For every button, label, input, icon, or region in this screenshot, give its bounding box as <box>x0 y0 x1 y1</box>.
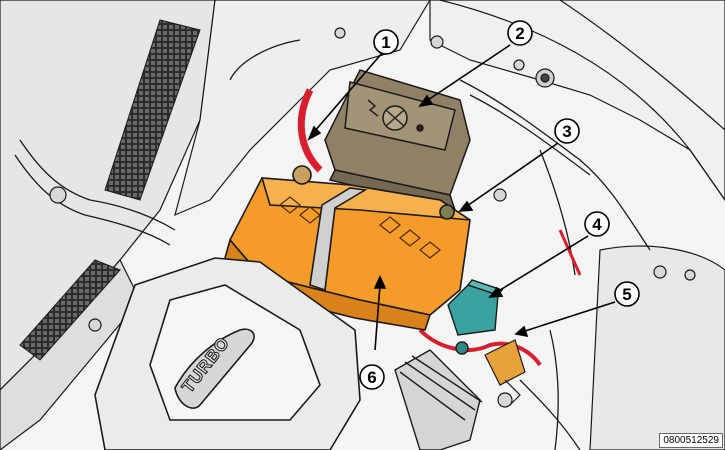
svg-text:5: 5 <box>622 285 631 304</box>
fuse-relay-box <box>324 69 471 212</box>
svg-text:3: 3 <box>562 122 571 141</box>
callout-3: 3 <box>554 118 580 144</box>
svg-text:1: 1 <box>381 33 390 52</box>
svg-text:2: 2 <box>515 24 524 43</box>
wiring-connector <box>484 339 526 406</box>
leader-lines <box>307 44 616 351</box>
callout-1: 1 <box>373 29 399 55</box>
grille-strips <box>19 19 201 361</box>
svg-text:4: 4 <box>592 215 602 234</box>
callout-4: 4 <box>584 211 610 237</box>
red-cable-upper <box>297 88 323 173</box>
bolts <box>49 27 696 437</box>
svg-text:6: 6 <box>367 368 376 387</box>
callout-6: 6 <box>359 364 385 390</box>
callout-2: 2 <box>507 20 533 46</box>
figure-id-label: 0800512529 <box>659 433 723 448</box>
red-cable-lower <box>418 328 542 367</box>
red-wire <box>558 229 582 276</box>
engine-cover: TURBO <box>94 257 361 450</box>
intake-hose <box>394 349 483 450</box>
callout-5: 5 <box>614 281 640 307</box>
